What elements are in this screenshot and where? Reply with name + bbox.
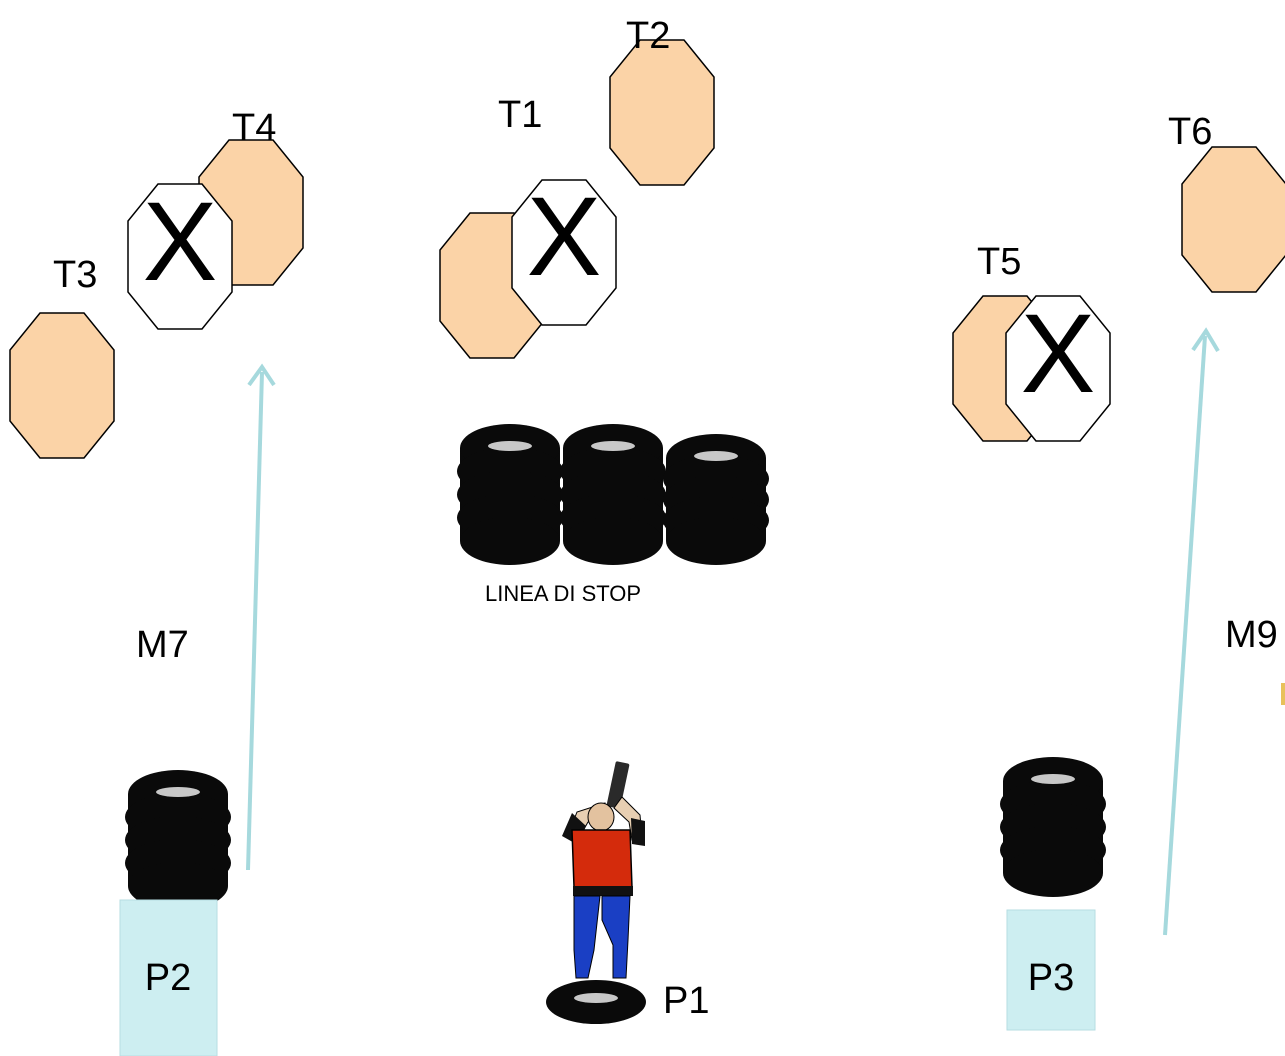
position-p2-label: P2: [145, 957, 191, 999]
movement-m7-label: M7: [136, 624, 189, 666]
target-t2-label: T2: [626, 15, 670, 57]
shooter-figure: [562, 761, 645, 979]
no-shoot-t4: X: [127, 179, 233, 330]
target-t6-label: T6: [1168, 111, 1212, 153]
target-t4-label: T4: [232, 107, 276, 149]
no-shoot-mark: X: [1021, 291, 1096, 416]
barrel-stack-center-3: [663, 434, 769, 565]
barrel-stack-p2: [125, 770, 231, 910]
target-t3-label: T3: [53, 254, 97, 296]
barrel-stack-center-1: [457, 424, 563, 565]
no-shoot-mark: X: [143, 179, 218, 304]
position-box-p3: P3: [1006, 909, 1096, 1031]
edge-marker: [1281, 683, 1285, 705]
movement-arrow-m7: [246, 363, 276, 871]
target-t6: T6: [1168, 111, 1285, 293]
target-t4: T4: [198, 107, 304, 286]
position-p1-tire: [546, 980, 646, 1024]
position-box-p2: P2: [119, 899, 218, 1056]
target-t5-label: T5: [977, 241, 1021, 283]
target-t2-shape: [609, 39, 715, 186]
target-t2: T2: [609, 15, 715, 186]
movement-arrow-m9: [1163, 327, 1220, 936]
target-t5: T5: [952, 241, 1058, 442]
no-shoot-mark: X: [527, 174, 602, 299]
target-t1-label: T1: [498, 94, 542, 136]
movement-m9-label: M9: [1225, 614, 1278, 656]
target-t1: T1: [439, 94, 545, 359]
target-t6-shape: [1181, 146, 1285, 293]
no-shoot-t5: X: [1005, 291, 1111, 442]
target-t3: T3: [9, 254, 115, 459]
barrel-stack-p3: [1000, 757, 1106, 897]
no-shoot-t1: X: [511, 174, 617, 326]
stop-line-label: LINEA DI STOP: [485, 581, 641, 606]
barrel-stack-center-2: [560, 424, 666, 565]
target-t3-shape: [9, 312, 115, 459]
position-p1-label: P1: [663, 980, 709, 1022]
position-p3-label: P3: [1028, 957, 1074, 999]
